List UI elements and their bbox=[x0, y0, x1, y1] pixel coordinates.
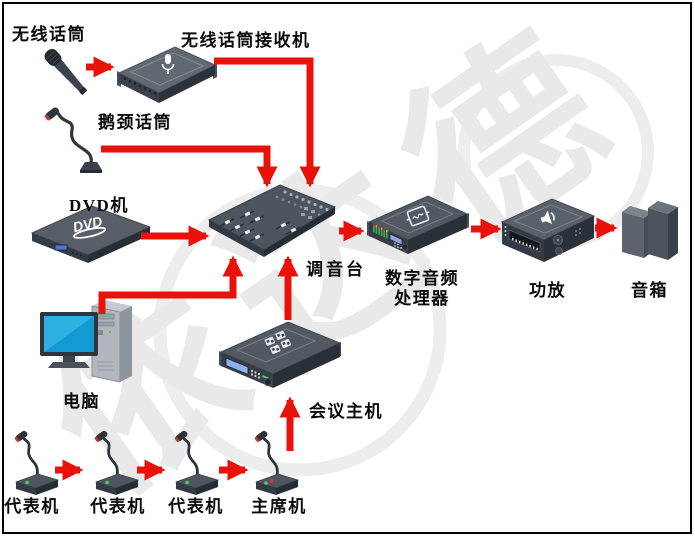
processor-label: 数字音频 处理器 bbox=[372, 269, 472, 310]
speakers-label: 音箱 bbox=[631, 281, 668, 300]
audio-processor-icon bbox=[364, 190, 472, 269]
wireless-mic-icon bbox=[38, 42, 98, 109]
processor-label-line1: 数字音频 bbox=[385, 269, 459, 288]
dvd-logo: DVD bbox=[71, 213, 107, 239]
delegate-mic-2-icon bbox=[84, 428, 142, 503]
computer-icon bbox=[40, 292, 136, 399]
host-label: 会议主机 bbox=[309, 402, 383, 421]
processor-label-line2: 处理器 bbox=[394, 289, 450, 309]
conference-host-icon bbox=[216, 316, 344, 399]
dvd-player-icon: DVD bbox=[30, 197, 152, 270]
delegate-2-label: 代表机 bbox=[90, 497, 146, 516]
mixer-icon bbox=[206, 180, 338, 263]
computer-label: 电脑 bbox=[63, 392, 100, 411]
dvd-logo-text: DVD bbox=[71, 213, 103, 235]
gooseneck-label: 鹅颈话筒 bbox=[98, 113, 172, 132]
delegate-mic-3-icon bbox=[164, 428, 222, 503]
delegate-3-label: 代表机 bbox=[168, 497, 224, 516]
delegate-1-label: 代表机 bbox=[4, 497, 60, 516]
amplifier-icon bbox=[498, 190, 598, 277]
chairman-label: 主席机 bbox=[251, 497, 307, 516]
receiver-label: 无线话筒接收机 bbox=[181, 31, 311, 50]
chairman-mic-icon bbox=[244, 428, 302, 503]
dvd-label: DVD机 bbox=[69, 196, 129, 215]
delegate-mic-1-icon bbox=[4, 428, 62, 503]
gooseneck-mic-icon bbox=[36, 102, 106, 182]
amplifier-label: 功放 bbox=[529, 281, 566, 300]
wireless-mic-label: 无线话筒 bbox=[12, 25, 86, 44]
speakers-icon bbox=[618, 196, 680, 271]
mixer-label: 调音台 bbox=[306, 260, 366, 279]
